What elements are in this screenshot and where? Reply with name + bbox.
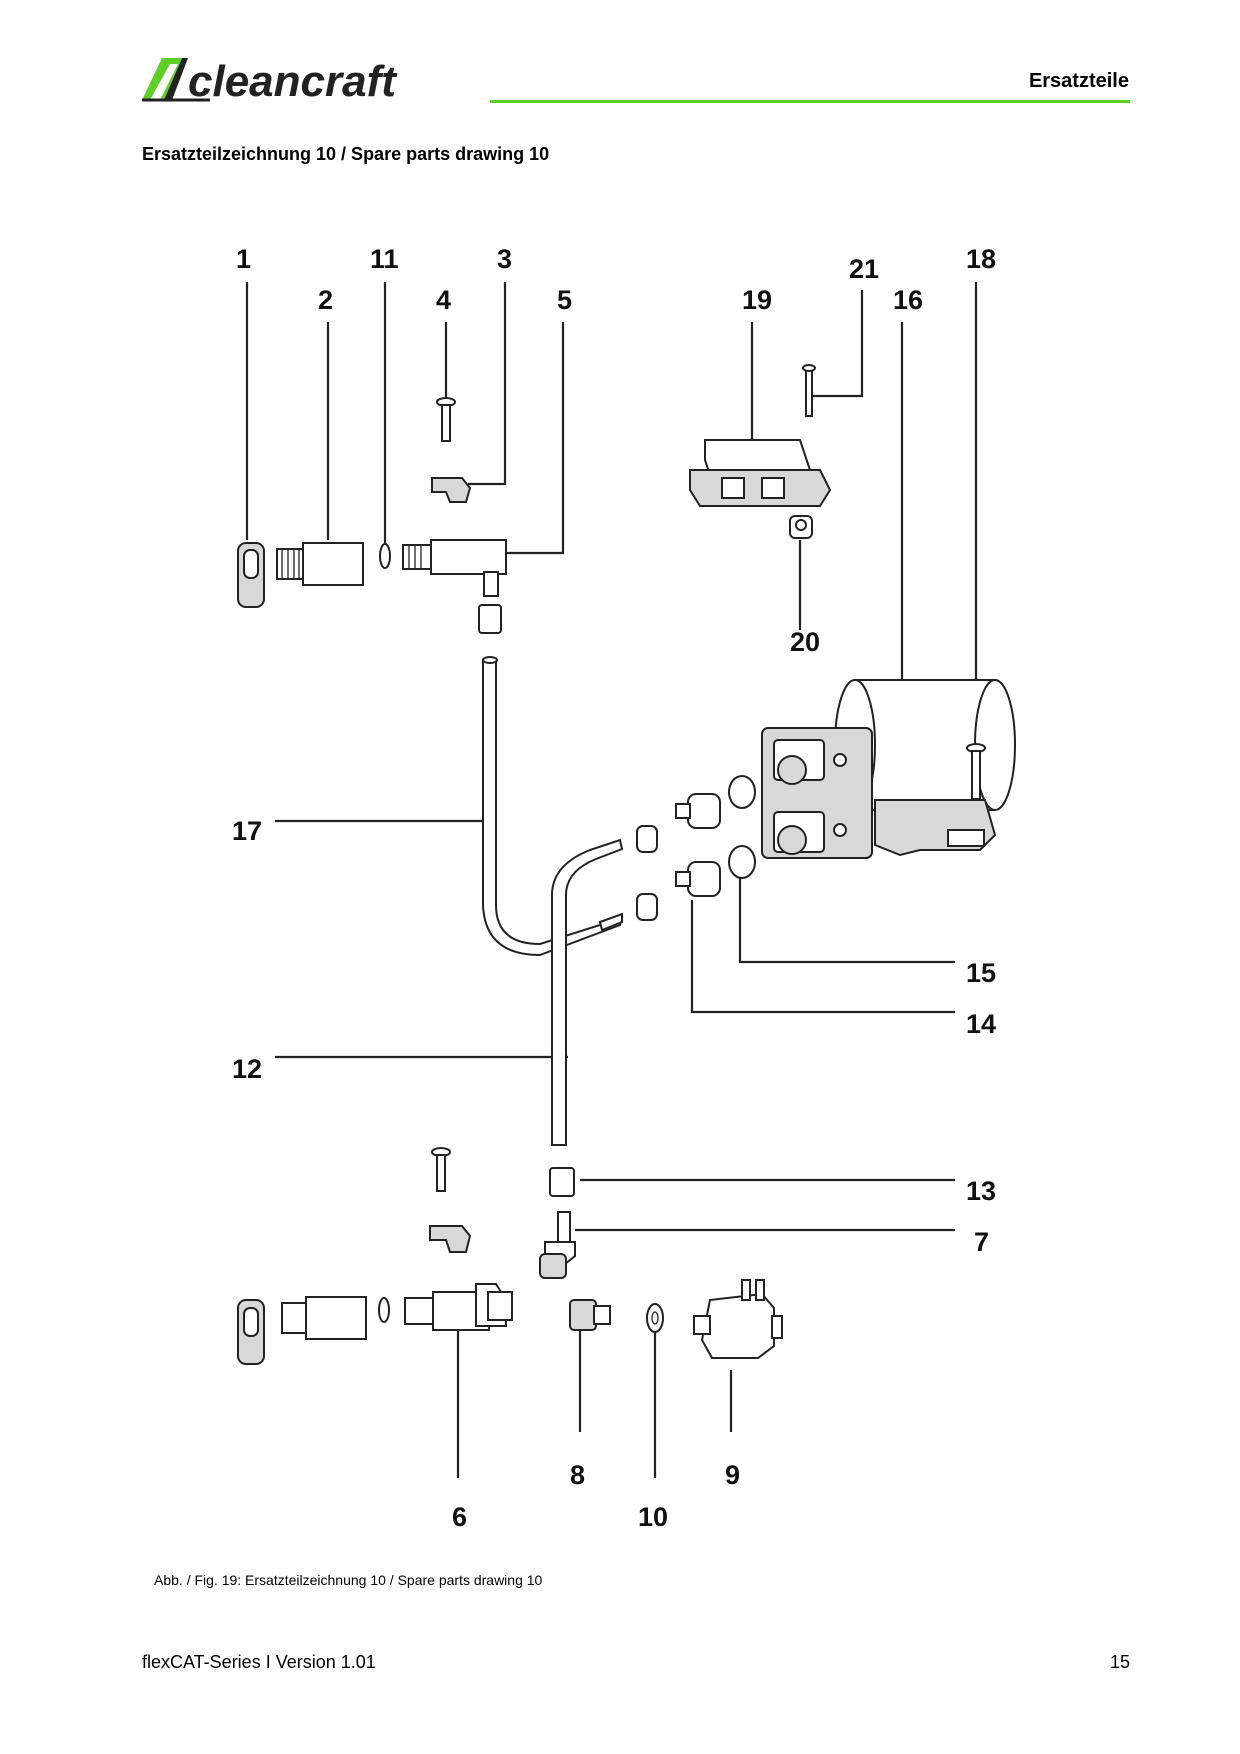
footer-document-version: flexCAT-Series I Version 1.01 — [142, 1652, 376, 1672]
part-number-18: 18 — [966, 244, 996, 274]
part-number-1: 1 — [236, 244, 251, 274]
part-1-nozzle-cap — [237, 542, 265, 608]
pump-head — [761, 727, 873, 859]
part-12-hose — [551, 838, 624, 1146]
hose-sleeve-upper — [478, 604, 502, 634]
part-6-screw — [431, 1147, 451, 1192]
part-13-sleeve — [549, 1167, 575, 1197]
part-19-switch-box — [689, 439, 832, 507]
hose-sleeve-pump-lower — [636, 893, 658, 921]
part-11-o-ring — [379, 543, 391, 569]
part-10-washer — [646, 1303, 664, 1333]
part-number-4: 4 — [436, 285, 451, 315]
part-15-o-ring-lower — [728, 845, 756, 879]
logo-wordmark: cleancraft — [188, 57, 398, 104]
part-15-o-ring-upper — [728, 775, 756, 809]
part-20-nut — [789, 515, 813, 539]
part-number-9: 9 — [725, 1460, 740, 1490]
figure-caption: Abb. / Fig. 19: Ersatzteilzeichnung 10 /… — [154, 1572, 543, 1588]
header-rule — [490, 100, 1130, 103]
part-number-13: 13 — [966, 1176, 996, 1206]
part-2-nozzle-body — [276, 542, 364, 586]
hose-branch-end — [598, 912, 623, 932]
cleancraft-logo: cleancraft — [142, 57, 398, 104]
part-number-14: 14 — [966, 1009, 996, 1039]
part-3-clip — [431, 477, 472, 503]
part-number-16: 16 — [893, 285, 923, 315]
section-title: Ersatzteile — [1028, 70, 1129, 92]
part-7-elbow — [539, 1211, 576, 1279]
part-number-10: 10 — [638, 1502, 668, 1532]
part-number-19: 19 — [742, 285, 772, 315]
part-14-connector-upper — [675, 793, 721, 829]
footer-page-number: 15 — [1109, 1652, 1130, 1672]
part-4-screw — [436, 397, 456, 442]
leader-lines — [245, 282, 978, 1478]
drawing-heading: Ersatzteilzeichnung 10 / Spare parts dra… — [142, 144, 550, 164]
part-number-6: 6 — [452, 1502, 467, 1532]
part-number-20: 20 — [790, 627, 820, 657]
part-21-screw — [802, 364, 816, 417]
part-8-adapter — [569, 1299, 611, 1331]
part-18-screw — [966, 743, 986, 800]
part-6-t-fitting — [404, 1283, 513, 1331]
part-number-3: 3 — [497, 244, 512, 274]
part-9-pressure-switch — [693, 1279, 783, 1359]
part-number-2: 2 — [318, 285, 333, 315]
part-number-17: 17 — [232, 816, 262, 846]
hose-sleeve-pump-upper — [636, 825, 658, 853]
part-6-nozzle-body — [281, 1296, 367, 1340]
part-14-connector-lower — [675, 861, 721, 897]
part-6-nozzle-cap — [237, 1299, 265, 1365]
part-number-21: 21 — [849, 254, 879, 284]
part-6-o-ring — [378, 1297, 390, 1323]
part-number-5: 5 — [557, 285, 572, 315]
part-number-12: 12 — [232, 1054, 262, 1084]
part-number-7: 7 — [974, 1227, 989, 1257]
part-number-8: 8 — [570, 1460, 585, 1490]
part-6-clip — [429, 1225, 472, 1253]
part-number-11: 11 — [370, 244, 399, 274]
part-5-t-fitting — [402, 539, 507, 597]
part-number-15: 15 — [966, 958, 996, 988]
